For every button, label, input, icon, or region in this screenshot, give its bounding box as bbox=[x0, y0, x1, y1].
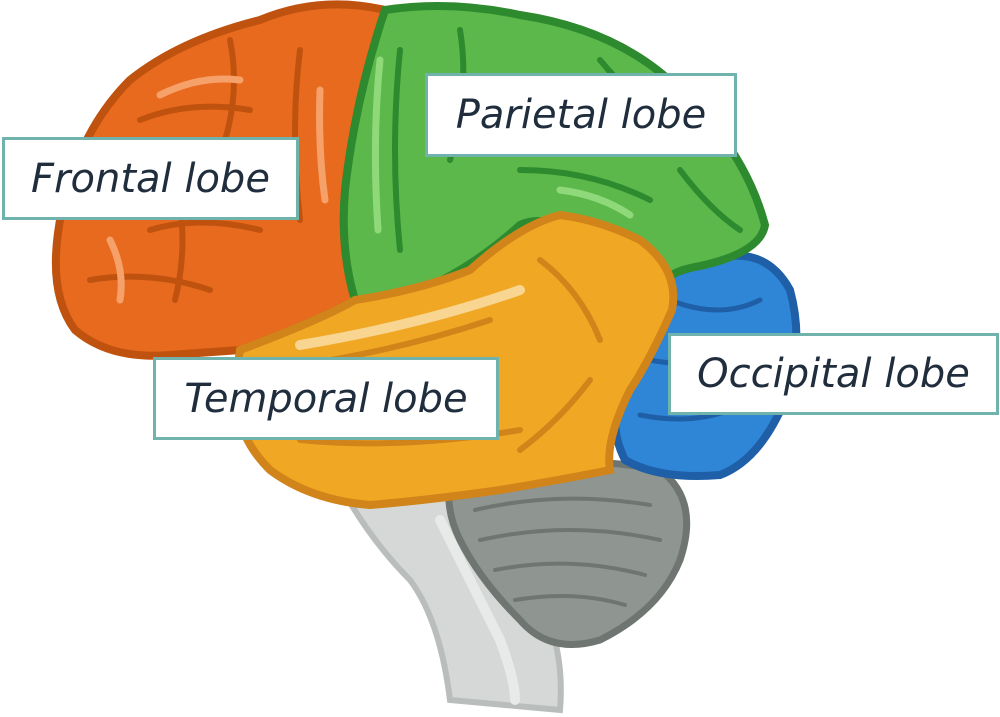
parietal-highlights bbox=[371, 56, 634, 234]
temporal-highlight bbox=[295, 285, 525, 350]
parietal-lobe-label: Parietal lobe bbox=[425, 73, 737, 157]
cerebellum bbox=[445, 458, 691, 648]
frontal-highlights bbox=[106, 75, 329, 304]
frontal-lobe-label: Frontal lobe bbox=[2, 137, 299, 220]
cerebellum-folds bbox=[473, 496, 662, 607]
occipital-lobe-label: Occipital lobe bbox=[668, 333, 999, 415]
temporal-lobe-label: Temporal lobe bbox=[153, 357, 499, 440]
brainstem-highlight bbox=[435, 515, 520, 705]
